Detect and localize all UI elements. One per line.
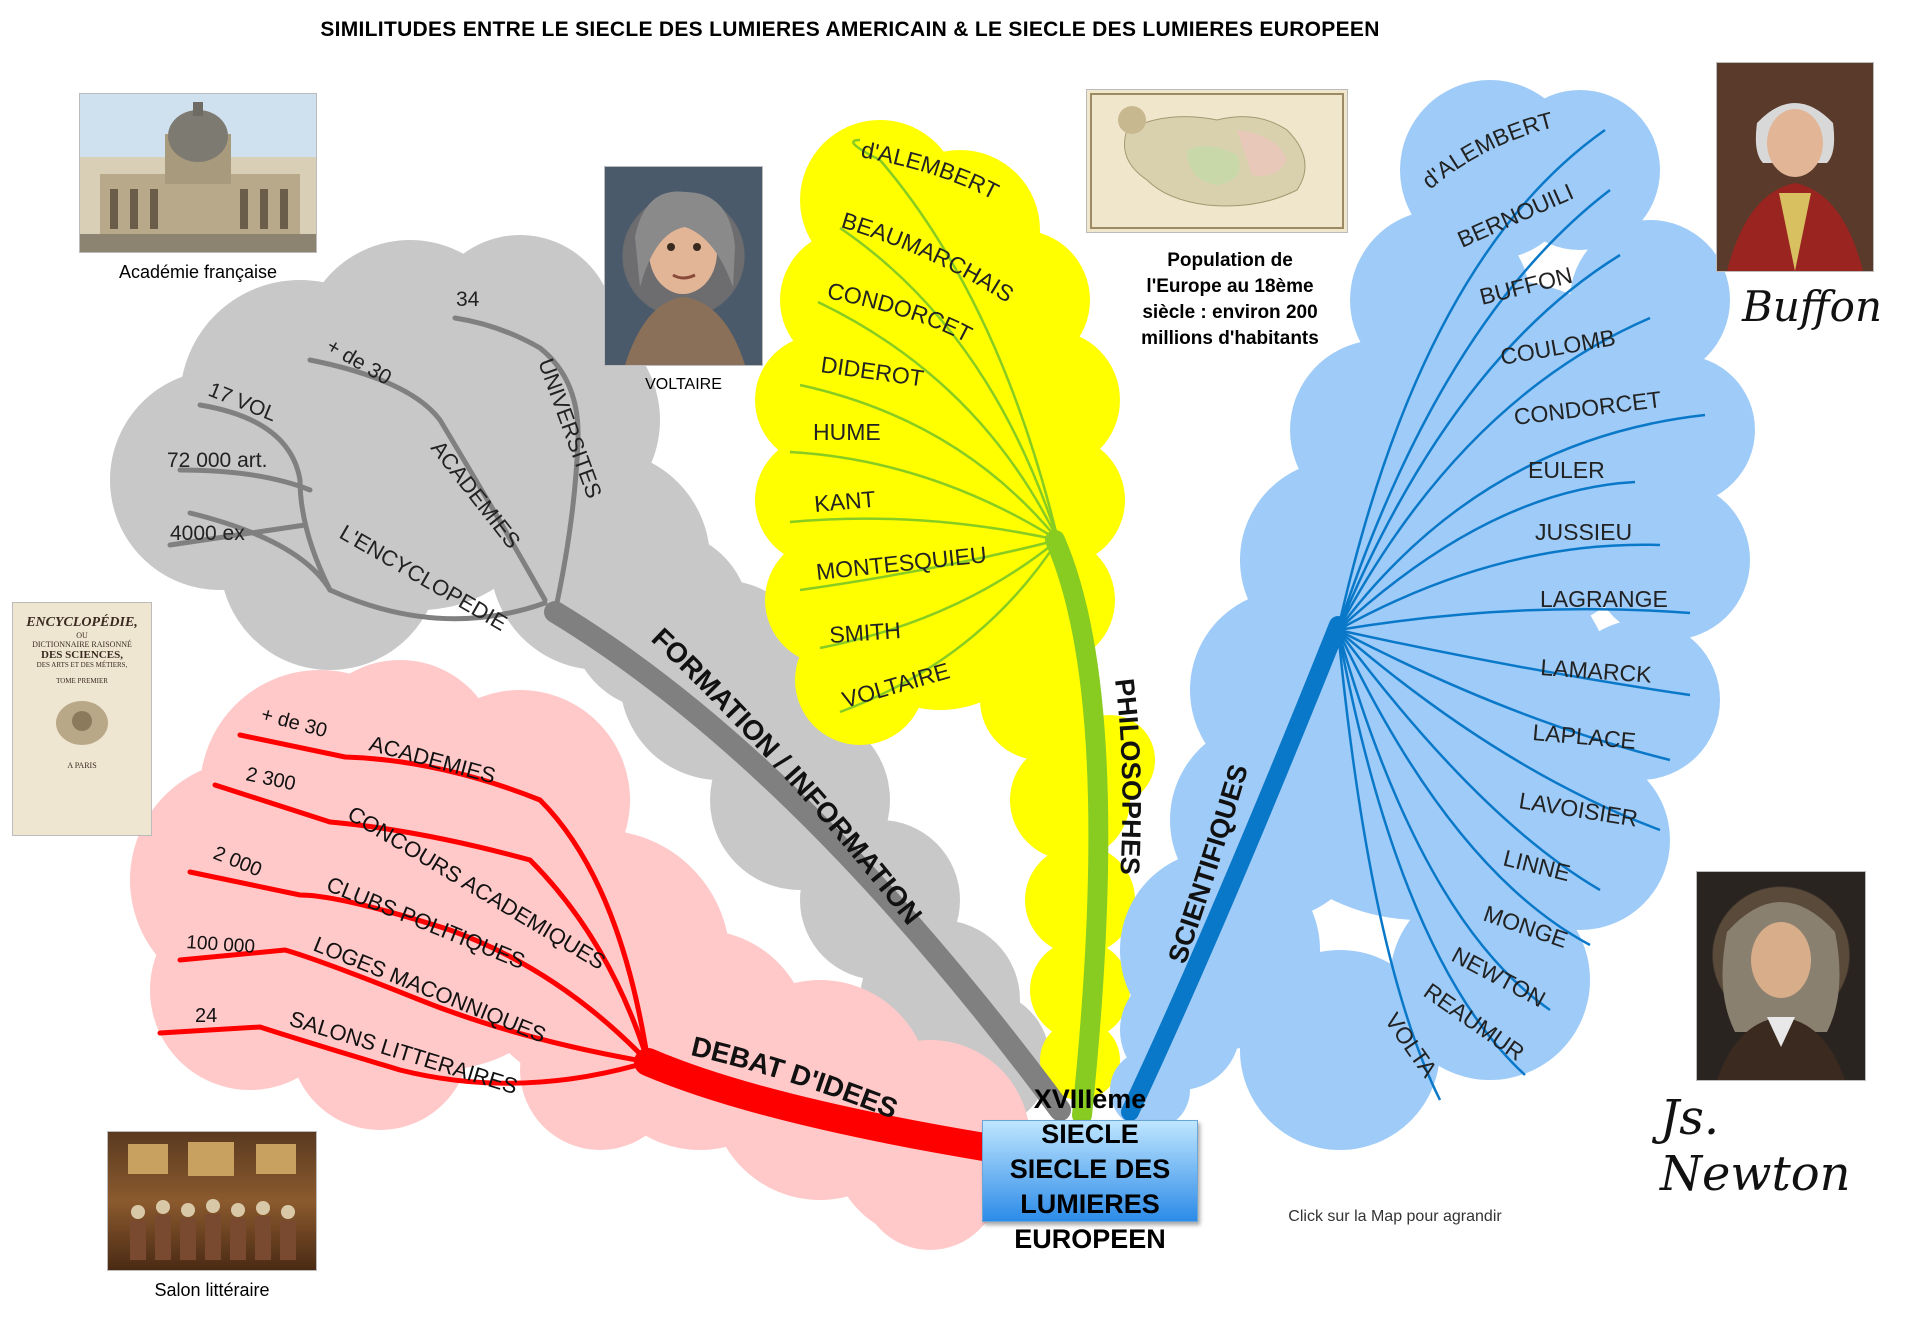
universites-count: 34 <box>456 288 480 311</box>
enlarge-hint[interactable]: Click sur la Map pour agrandir <box>1288 1208 1502 1225</box>
academie-caption: Académie française <box>118 262 278 282</box>
scientifique-name: LAGRANGE <box>1540 586 1668 612</box>
salon-caption: Salon littéraire <box>154 1280 270 1300</box>
scientifique-name: EULER <box>1528 457 1605 483</box>
central-line: SIECLE DES <box>1009 1154 1171 1184</box>
population-line: siècle : environ 200 <box>1142 302 1318 323</box>
debat-item-count: 100 000 <box>186 932 256 958</box>
cover-line: OU <box>76 631 88 640</box>
cover-line: DES ARTS ET DES MÉTIERS, <box>36 661 128 669</box>
cover-line: A PARIS <box>67 761 97 770</box>
philosophe-name: SMITH <box>829 617 902 648</box>
philosophes-leaves <box>789 138 1060 714</box>
buffon-portrait <box>1717 63 1873 271</box>
debat-item-count: 24 <box>195 1005 217 1027</box>
formation-branch <box>544 601 1071 1121</box>
encyclopedie-cover: ENCYCLOPÉDIE, OU DICTIONNAIRE RAISONNÉ D… <box>13 603 151 835</box>
population-line: millions d'habitants <box>1141 328 1319 349</box>
central-topic-box[interactable] <box>982 1120 1198 1222</box>
scientifiques-leaves <box>1336 128 1706 1101</box>
population-line: l'Europe au 18ème <box>1146 276 1314 297</box>
academie-photo <box>80 94 316 252</box>
debat-branch <box>634 1048 1004 1162</box>
scientifiques-branch <box>1121 616 1347 1121</box>
encyclopedie-detail: 4000 ex <box>170 522 245 545</box>
buffon-signature: Buffon <box>1742 282 1883 331</box>
cover-title: ENCYCLOPÉDIE, <box>26 615 138 630</box>
cover-line: DICTIONNAIRE RAISONNÉ <box>32 640 132 649</box>
central-line: XVIIIème <box>1033 1084 1147 1114</box>
central-line: EUROPEEN <box>1014 1224 1166 1254</box>
population-line: Population de <box>1167 250 1293 271</box>
scientifique-name: JUSSIEU <box>1535 519 1632 545</box>
philosophes-branch <box>1045 530 1109 1125</box>
newton-signature: Js. Newton <box>1660 1090 1851 1202</box>
philosophe-name: HUME <box>813 419 881 445</box>
central-topic-label: XVIIIème SIECLE SIECLE DES LUMIERES EURO… <box>960 1082 1220 1257</box>
philosophe-name: KANT <box>813 486 876 517</box>
cover-line: TOME PREMIER <box>56 677 108 685</box>
central-line: SIECLE <box>1041 1119 1139 1149</box>
europe-map <box>1087 90 1347 232</box>
voltaire-portrait <box>605 167 762 365</box>
population-note: Population de l'Europe au 18ème siècle :… <box>1100 248 1360 352</box>
central-line: LUMIERES <box>1020 1189 1160 1219</box>
voltaire-caption: VOLTAIRE <box>645 376 722 393</box>
page-title: SIMILITUDES ENTRE LE SIECLE DES LUMIERES… <box>320 18 1380 41</box>
debat-sub-branches <box>157 732 651 1086</box>
cover-line: DES SCIENCES, <box>41 649 123 661</box>
formation-sub-branches <box>167 315 581 622</box>
encyclopedie-detail: 72 000 art. <box>167 449 267 472</box>
cover-emblem <box>56 701 108 745</box>
salon-painting <box>108 1132 316 1270</box>
newton-portrait <box>1697 872 1865 1080</box>
